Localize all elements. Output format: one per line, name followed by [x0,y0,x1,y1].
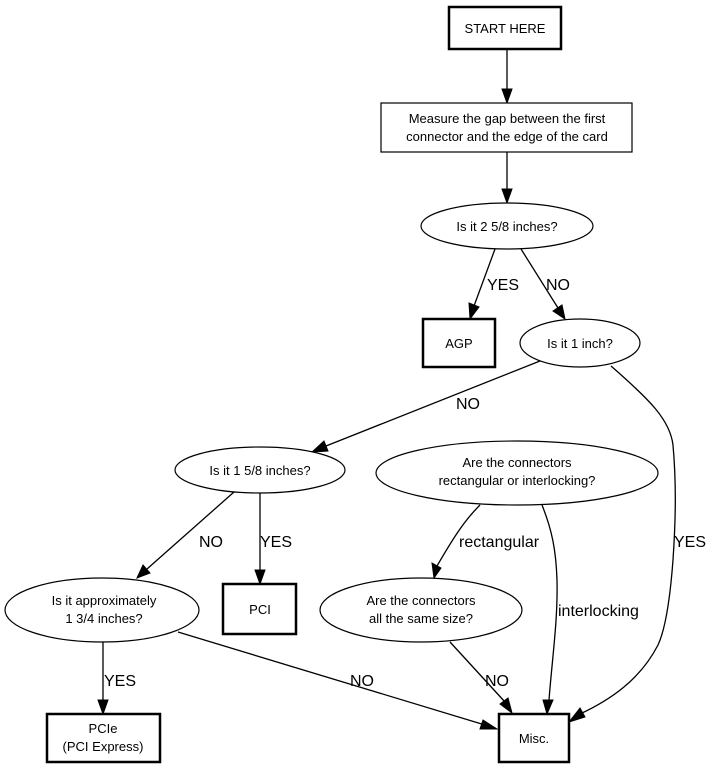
edge-q-2-5-8-to-q-1-inch: NO [520,248,570,321]
edge-q-1-5-8-to-q-1-3-4: NO [136,491,235,579]
node-label: Is it 2 5/8 inches? [456,219,557,234]
arrowhead-icon [310,440,329,453]
edge-label-no: NO [456,396,480,413]
edge-label-no: NO [546,277,570,294]
node-label: Are the connectors [462,455,572,470]
arrowhead-icon [136,564,151,579]
node-label: Are the connectors [366,593,476,608]
edge-q-1-3-4-to-pcie: YES [97,642,136,716]
edge-measure-to-q-2-5-8 [501,152,513,205]
node-label: connector and the edge of the card [406,129,608,144]
edge-q-shape-to-misc: interlocking [541,504,639,716]
node-is-it-approx-1-3-4-inches[interactable]: Is it approximately 1 3/4 inches? [4,577,200,643]
node-pci[interactable]: PCI [221,582,298,636]
node-misc[interactable]: Misc. [497,712,571,764]
arrowhead-icon [501,88,513,105]
node-start-here[interactable]: START HERE [447,5,563,51]
node-connectors-rectangular-or-interlocking[interactable]: Are the connectors rectangular or interl… [375,440,659,506]
node-is-it-1-5-8-inches[interactable]: Is it 1 5/8 inches? [174,446,346,494]
arrowhead-icon [479,719,499,730]
edge-label-yes: YES [487,277,519,294]
node-agp[interactable]: AGP [421,317,497,369]
node-label: Is it approximately [52,593,157,608]
edge-q-1-3-4-to-misc: NO [177,631,499,730]
edge-label-no: NO [350,673,374,690]
node-label: 1 3/4 inches? [65,611,142,626]
edge-label-yes: YES [260,534,292,551]
edges: YES NO NO YES NO YES [97,50,706,730]
arrowhead-icon [431,562,442,580]
edge-q-shape-to-q-same-size: rectangular [431,504,540,580]
node-label: Is it 1 inch? [547,336,613,351]
arrowhead-icon [501,188,513,205]
edge-q-same-size-to-misc: NO [449,641,513,715]
edge-q-1-5-8-to-pci: YES [254,493,292,586]
edge-start-to-measure [501,50,513,105]
node-pcie[interactable]: PCIe (PCI Express) [45,712,162,764]
node-label: all the same size? [369,611,473,626]
node-label: Measure the gap between the first [409,111,606,126]
edge-q-1-inch-to-q-1-5-8: NO [310,360,541,453]
node-measure-gap[interactable]: Measure the gap between the first connec… [380,102,633,153]
node-label: AGP [445,336,472,351]
arrowhead-icon [567,707,586,723]
edge-label-yes: YES [104,673,136,690]
edge-label-no: NO [485,673,509,690]
arrowhead-icon [552,304,566,321]
edge-label-no: NO [199,534,223,551]
node-label: PCIe [89,721,118,736]
nodes: START HERE Measure the gap between the f… [4,5,659,764]
edge-label-yes: YES [674,534,706,551]
arrowhead-icon [254,569,266,586]
node-label: rectangular or interlocking? [439,473,596,488]
arrowhead-icon [499,697,513,715]
edge-label-rectangular: rectangular [459,534,540,551]
node-label: Misc. [519,731,549,746]
node-label: (PCI Express) [63,739,144,754]
node-is-it-2-5-8-inches[interactable]: Is it 2 5/8 inches? [420,202,594,250]
edge-q-2-5-8-to-agp: YES [468,248,519,321]
node-label: PCI [249,602,271,617]
edge-label-interlocking: interlocking [558,603,639,620]
node-label: Is it 1 5/8 inches? [209,463,310,478]
edge-q-1-inch-to-misc: YES [567,365,706,723]
arrowhead-icon [468,302,480,321]
node-connectors-same-size[interactable]: Are the connectors all the same size? [319,577,523,643]
node-label: START HERE [465,21,546,36]
arrowhead-icon [97,699,109,716]
node-is-it-1-inch[interactable]: Is it 1 inch? [519,318,641,368]
arrowhead-icon [542,699,554,716]
